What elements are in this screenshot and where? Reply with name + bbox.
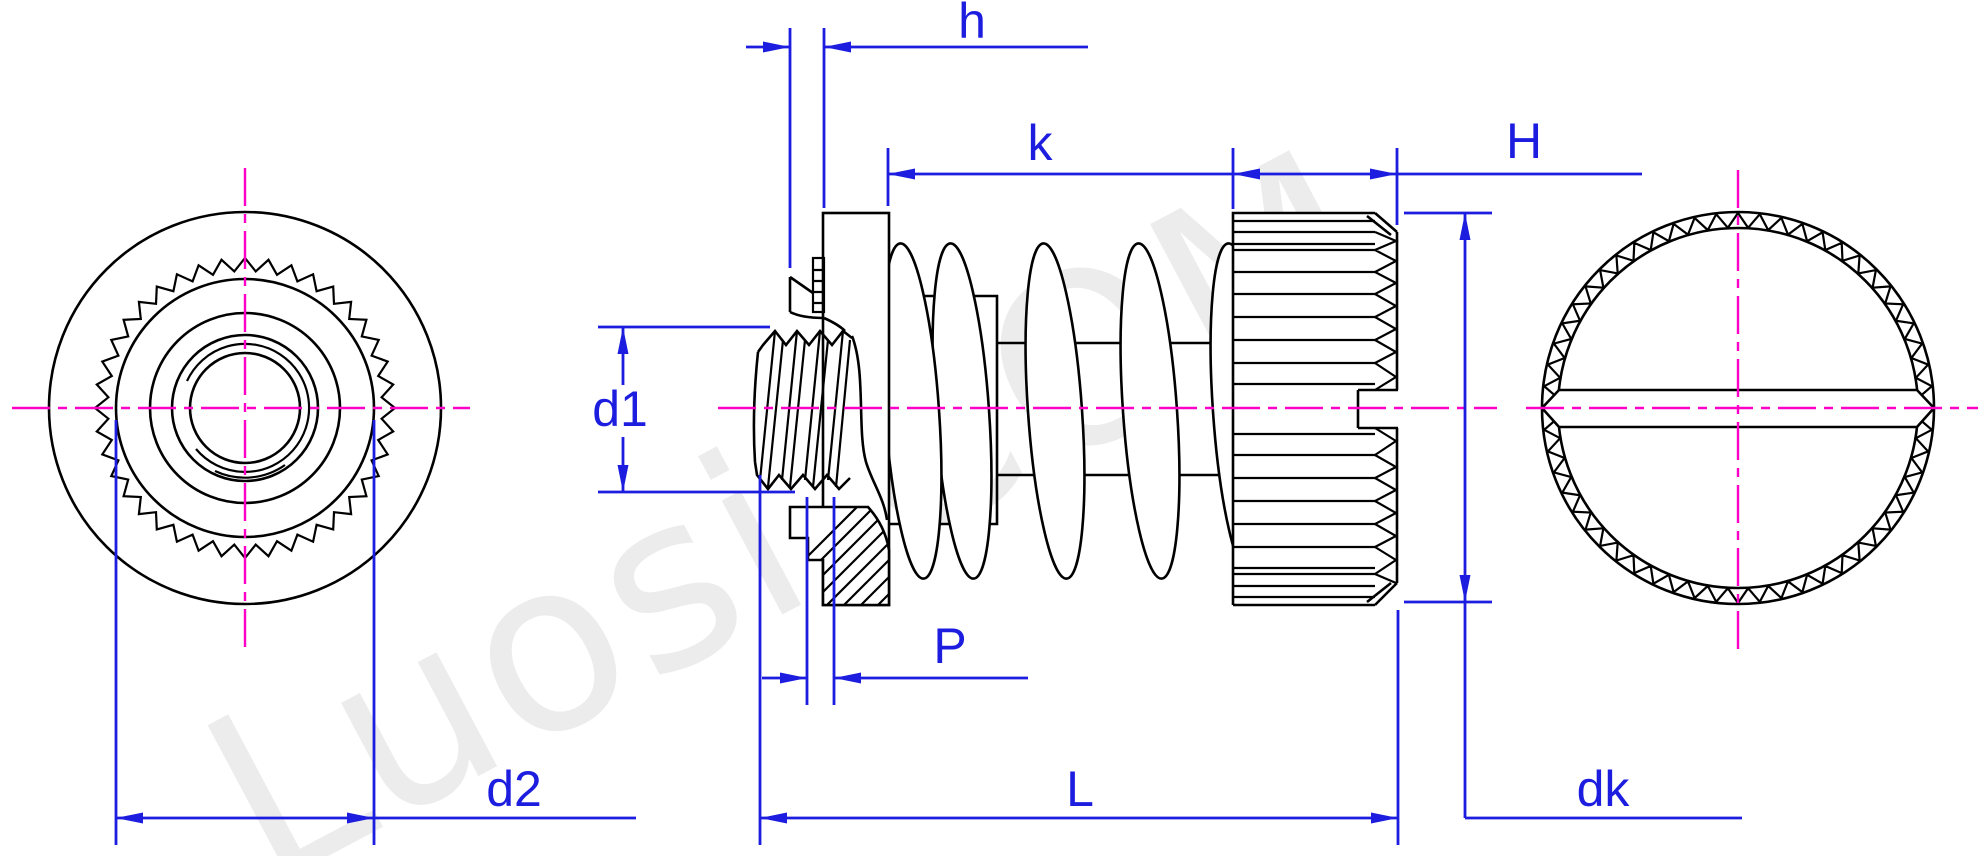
internal-thread-arc xyxy=(186,342,311,473)
knurl-ridges xyxy=(1233,219,1375,599)
ferrule-and-thread xyxy=(752,256,891,607)
label-H: H xyxy=(1506,113,1542,169)
dimension-d2: d2 xyxy=(114,420,636,845)
dimension-L: L xyxy=(758,475,1400,845)
dimension-dk: dk xyxy=(1404,211,1742,820)
back-view xyxy=(1526,170,1978,655)
label-h: h xyxy=(958,0,986,49)
label-d2: d2 xyxy=(486,761,542,817)
thread-bottom xyxy=(753,461,851,492)
flange-profile xyxy=(788,275,846,332)
label-dk: dk xyxy=(1577,761,1631,817)
thread-top xyxy=(756,328,853,353)
dimension-P: P xyxy=(762,497,1028,705)
side-view xyxy=(718,211,1497,607)
thread-runout-arc xyxy=(214,464,286,479)
label-k: k xyxy=(1028,115,1054,171)
dimension-h: h xyxy=(746,0,1088,268)
label-d1: d1 xyxy=(592,381,648,437)
bell-curve xyxy=(850,335,889,521)
serration-strip xyxy=(813,268,824,305)
dimension-d1: d1 xyxy=(592,325,795,494)
dimension-k: k xyxy=(886,115,1235,209)
label-P: P xyxy=(933,618,966,674)
front-view xyxy=(12,168,470,648)
thread-flanks xyxy=(758,330,852,488)
thread-end xyxy=(752,351,760,463)
dimension-H: H xyxy=(1233,113,1642,225)
label-L: L xyxy=(1066,761,1094,817)
